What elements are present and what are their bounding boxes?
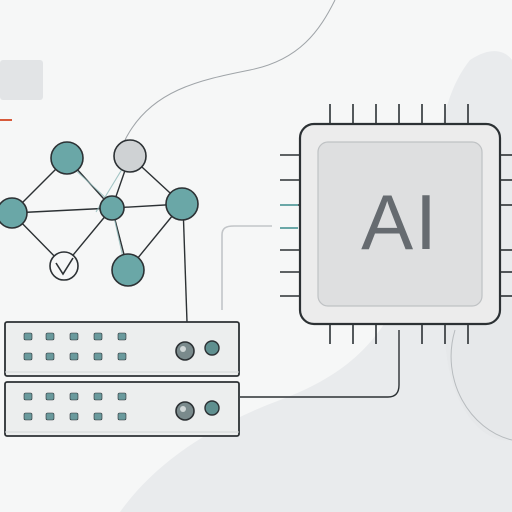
- network-node-bottom-right: [111, 253, 145, 287]
- chip-face: [317, 141, 483, 307]
- server-status-led-right-2: [204, 400, 220, 416]
- decorative-curve-top: [124, 0, 336, 141]
- network-node-top-left: [50, 141, 84, 175]
- network-node-bottom-left: [49, 251, 79, 281]
- connector-server-to-chip-top: [221, 225, 272, 310]
- backdrop-shape-right: [120, 51, 512, 512]
- decorative-curve-right: [450, 329, 512, 441]
- check-mark-icon: [55, 257, 74, 276]
- network-node-left: [0, 197, 28, 229]
- network-graph-icon: [0, 139, 199, 287]
- accent-bar: [0, 60, 43, 100]
- network-node-top-right: [113, 139, 147, 173]
- connector-server-to-chip-bottom: [240, 330, 400, 398]
- ai-processor-chip-icon: [280, 104, 512, 344]
- network-node-center: [99, 195, 125, 221]
- backdrop-shape-small-circle: [445, 296, 512, 441]
- network-node-right: [165, 187, 199, 221]
- server-status-led-right: [204, 340, 220, 356]
- server-unit-bottom: [4, 381, 240, 437]
- server-unit-top: [4, 321, 240, 377]
- connector-network-to-server: [182, 204, 188, 323]
- server-rack-icon: [4, 321, 240, 437]
